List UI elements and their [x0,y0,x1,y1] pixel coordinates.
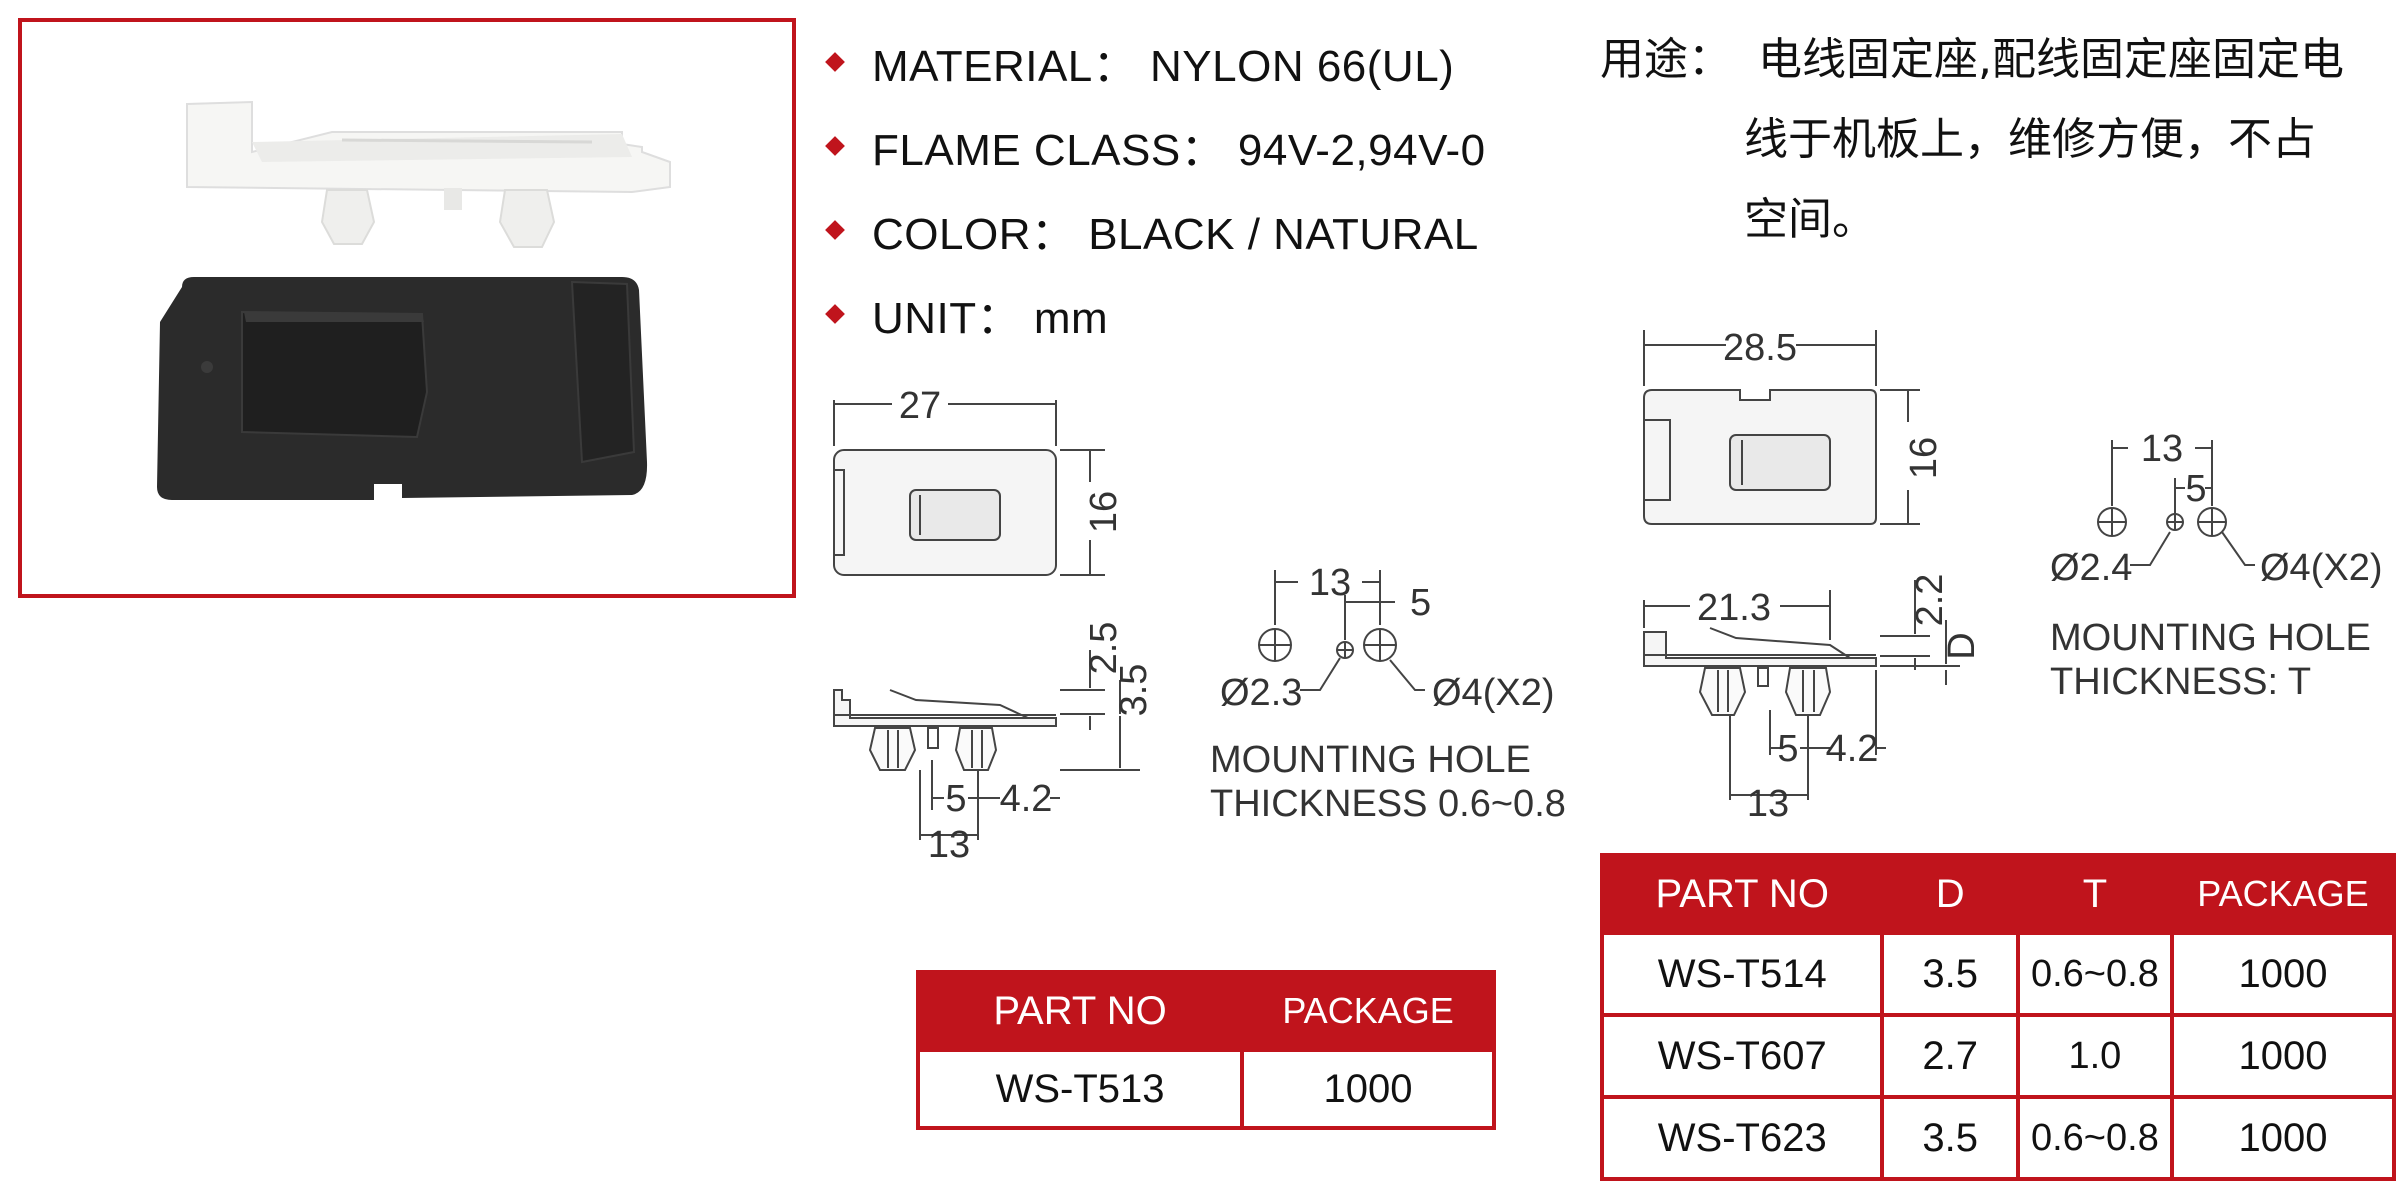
right-dim-4-2: 4.2 [1826,728,1879,770]
right-dim-width: 28.5 [1723,327,1797,369]
right-dim-13: 13 [1747,783,1789,820]
spec-unit-text: UNIT： mm [872,294,1109,343]
product-photo-illustration [157,100,671,500]
table-header-row: PART NO D T PACKAGE [1599,853,2397,935]
usage-line-2: 线于机板上，维修方便，不占 [1744,114,2316,165]
usage-label: 用途： [1600,34,1732,85]
cell-part-no: WS-T623 [1599,1095,1885,1181]
spec-material-text: MATERIAL： NYLON 66(UL) [872,42,1455,91]
right-hole-13: 13 [2141,428,2183,470]
cell-package: 1000 [2169,1013,2397,1099]
right-technical-drawing: 28.5 16 21.3 2.2 D 5 4.2 13 13 5 Ø2.4 Ø4… [1643,327,2382,820]
col-part-no: PART NO [1599,853,1885,935]
col-package: PACKAGE [2169,853,2397,935]
col-t: T [2015,853,2174,935]
spec-color: COLOR： BLACK / NATURAL [825,202,1486,259]
natural-part-image [186,100,671,248]
cell-t: 0.6~0.8 [2015,1095,2174,1181]
cell-d: 2.7 [1880,1013,2020,1099]
cell-part-no: WS-T514 [1599,931,1885,1017]
right-note-2: THICKNESS: T [2050,661,2311,703]
right-dim-height: 16 [1903,437,1945,479]
cell-package: 1000 [2169,1095,2397,1181]
usage-line-1: 电线固定座,配线固定座固定电 [1758,34,2344,85]
cell-package: 1000 [2169,931,2397,1017]
bullet-icon [825,304,845,324]
table-row: WS-T513 1000 [915,1048,1496,1130]
right-dim-21-3: 21.3 [1697,587,1771,629]
left-hole-small: Ø2.3 [1220,672,1302,714]
cell-d: 3.5 [1880,1095,2020,1181]
spec-material: MATERIAL： NYLON 66(UL) [825,34,1486,91]
left-hole-big: Ø4(X2) [1432,672,1554,714]
product-photo [18,18,796,598]
left-dim-2-5: 2.5 [1083,622,1125,675]
left-dim-5: 5 [945,778,966,820]
spec-flame-class-text: FLAME CLASS： 94V-2,94V-0 [872,126,1486,175]
left-hole-13: 13 [1309,562,1351,604]
right-hole-big: Ø4(X2) [2260,547,2382,589]
table-row: WS-T623 3.5 0.6~0.8 1000 [1599,1095,2397,1181]
spec-color-text: COLOR： BLACK / NATURAL [872,210,1479,259]
left-dim-13: 13 [928,824,970,866]
spec-list: MATERIAL： NYLON 66(UL) FLAME CLASS： 94V-… [825,34,1486,343]
parts-table-1: PART NO PACKAGE WS-T513 1000 [915,970,1496,1130]
spec-flame-class: FLAME CLASS： 94V-2,94V-0 [825,118,1486,175]
usage-line-3: 空间。 [1744,194,1876,245]
cell-part-no: WS-T513 [915,1048,1245,1130]
left-dim-width: 27 [899,385,941,427]
right-dim-d: D [1941,632,1983,659]
left-note-2: THICKNESS 0.6~0.8 [1210,783,1566,825]
right-dim-2-2: 2.2 [1909,574,1951,627]
left-dim-height: 16 [1083,491,1125,533]
bullet-icon [825,136,845,156]
right-note-1: MOUNTING HOLE [2050,617,2371,659]
cell-t: 0.6~0.8 [2015,931,2174,1017]
table-header-row: PART NO PACKAGE [915,970,1496,1052]
parts-table-2: PART NO D T PACKAGE WS-T514 3.5 0.6~0.8 … [1599,853,2397,1181]
right-hole-small: Ø2.4 [2050,547,2132,589]
cell-t: 1.0 [2015,1013,2174,1099]
bullet-icon [825,52,845,72]
right-hole-5: 5 [2185,468,2206,510]
cell-package: 1000 [1240,1048,1496,1130]
left-dim-3-5: 3.5 [1113,664,1155,717]
cell-part-no: WS-T607 [1599,1013,1885,1099]
left-technical-drawing: 27 16 2.5 3.5 5 4.2 13 13 5 Ø2.3 Ø4(X2) … [833,385,1566,866]
table-row: WS-T514 3.5 0.6~0.8 1000 [1599,931,2397,1017]
col-d: D [1880,853,2020,935]
left-dim-4-2: 4.2 [1000,778,1053,820]
spec-unit: UNIT： mm [825,286,1486,343]
right-dim-5: 5 [1777,728,1798,770]
black-part-image [157,277,648,500]
cell-d: 3.5 [1880,931,2020,1017]
left-hole-5: 5 [1410,582,1431,624]
left-note-1: MOUNTING HOLE [1210,739,1531,781]
table-row: WS-T607 2.7 1.0 1000 [1599,1013,2397,1099]
bullet-icon [825,220,845,240]
col-part-no: PART NO [915,970,1245,1052]
col-package: PACKAGE [1240,970,1496,1052]
